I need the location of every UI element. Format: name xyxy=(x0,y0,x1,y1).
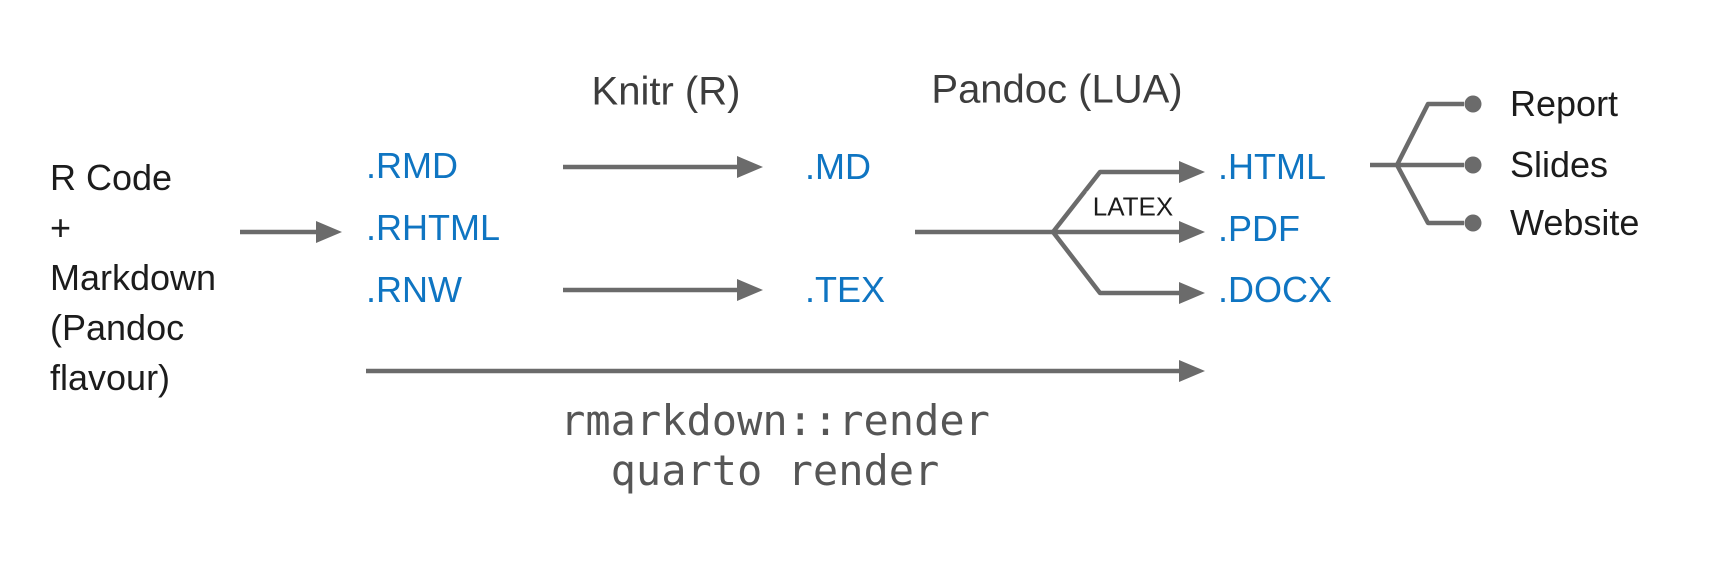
file-ext-rmd: .RMD xyxy=(366,145,458,186)
arrow-head-icon xyxy=(1179,282,1205,304)
artifact-report: Report xyxy=(1510,83,1619,124)
arrow-head-icon xyxy=(1179,360,1205,382)
bullet-dot-icon xyxy=(1464,214,1482,232)
command-rmarkdown-render: rmarkdown::render xyxy=(560,396,990,445)
stage-heading-pandoc: Pandoc (LUA) xyxy=(931,67,1183,112)
file-ext-tex: .TEX xyxy=(805,269,886,310)
arrow-render-pipeline xyxy=(366,360,1205,382)
arrow-pandoc-to-pdf xyxy=(1053,221,1205,243)
source-line: Markdown xyxy=(50,257,217,298)
file-ext-pdf: .PDF xyxy=(1218,208,1301,249)
fork-lower-line xyxy=(1395,163,1464,226)
artifact-slides: Slides xyxy=(1510,144,1609,185)
fork-upper-line xyxy=(1394,101,1464,167)
file-ext-html: .HTML xyxy=(1218,146,1326,187)
file-ext-rhtml: .RHTML xyxy=(366,207,500,248)
arrow-head-icon xyxy=(737,156,763,178)
source-line: R Code xyxy=(50,157,173,198)
arrow-head-icon xyxy=(1179,161,1205,183)
stage-heading-knitr: Knitr (R) xyxy=(591,69,741,114)
arrow-pandoc-to-html xyxy=(1051,161,1205,234)
arrow-head-icon xyxy=(1179,221,1205,243)
arrow-head-icon xyxy=(737,279,763,301)
file-ext-docx: .DOCX xyxy=(1218,269,1333,310)
bullet-dot-icon xyxy=(1464,95,1482,113)
render-commands: rmarkdown::render quarto render xyxy=(560,396,990,496)
source-line: flavour) xyxy=(50,357,171,398)
arrow-source-to-inputs xyxy=(240,221,342,243)
html-artifacts-fork xyxy=(1370,95,1482,232)
artifact-website: Website xyxy=(1510,202,1640,243)
bullet-dot-icon xyxy=(1464,156,1482,174)
latex-branch-label: LATEX xyxy=(1086,191,1180,223)
source-line: + xyxy=(50,207,72,248)
arrow-pandoc-to-docx xyxy=(1051,230,1205,304)
source-description: R Code + Markdown (Pandoc flavour) xyxy=(50,153,216,403)
arrow-rnw-to-tex xyxy=(563,279,763,301)
file-ext-rnw: .RNW xyxy=(366,269,462,310)
arrow-rmd-to-md xyxy=(563,156,763,178)
arrow-shaft xyxy=(1051,169,1181,234)
file-ext-md: .MD xyxy=(805,146,871,187)
source-line: (Pandoc xyxy=(50,307,185,348)
arrow-shaft xyxy=(1051,230,1181,296)
command-quarto-render: quarto render xyxy=(610,446,940,495)
arrow-head-icon xyxy=(316,221,342,243)
